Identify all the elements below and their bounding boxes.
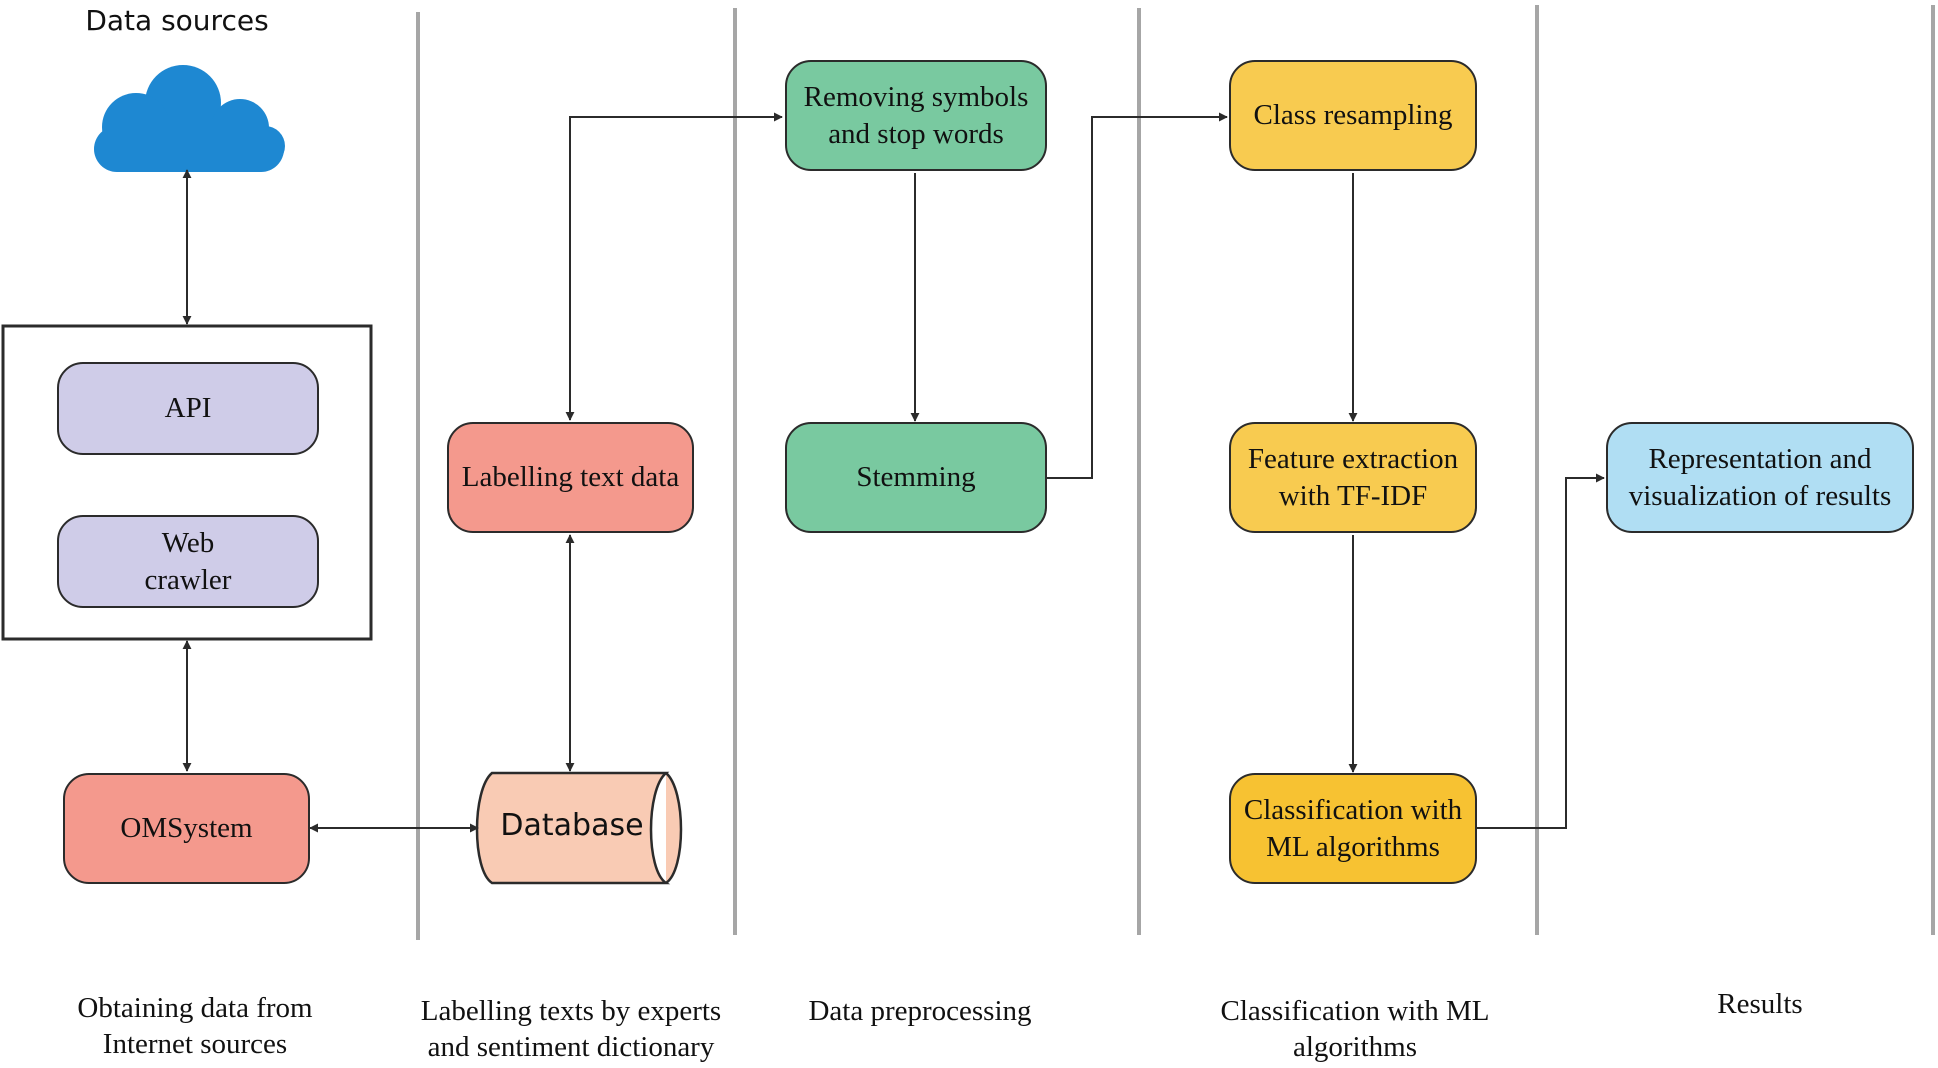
removing-symbols-node-label: Removing symbols xyxy=(803,81,1029,114)
lane-label-line: Classification with ML xyxy=(1220,995,1490,1027)
arrow-labelling-removing xyxy=(565,112,783,421)
database-label: Database xyxy=(500,808,644,843)
results-node-label: Representation and xyxy=(1648,443,1872,476)
results-node-label-2: visualization of results xyxy=(1628,479,1892,512)
lane-label-obtaining: Obtaining data from Internet sources xyxy=(30,990,360,1063)
lane-label-line: and sentiment dictionary xyxy=(427,1031,715,1064)
data-sources-title: Data sources xyxy=(85,4,269,37)
web-crawler-node-label-2: crawler xyxy=(144,563,232,596)
lane-label-line: Data preprocessing xyxy=(808,995,1032,1027)
omsystem-node: OMSystem xyxy=(63,773,310,884)
lane-label-line: algorithms xyxy=(1292,1031,1418,1064)
feature-extraction-node-label: Feature extraction xyxy=(1247,443,1459,476)
class-resampling-node-label: Class resampling xyxy=(1253,99,1453,132)
api-node-label: API xyxy=(164,392,212,425)
connectors xyxy=(182,112,1605,833)
labelling-node-label: Labelling text data xyxy=(461,461,680,494)
lane-label-line: Results xyxy=(1717,988,1803,1020)
lane-label-labelling: Labelling texts by experts and sentiment… xyxy=(398,993,744,1066)
classification-node-label-2: ML algorithms xyxy=(1266,830,1440,863)
arrow-classification-results xyxy=(1477,473,1605,829)
arrow-stemming-resampling xyxy=(1047,112,1228,479)
lane-label-line: Labelling texts by experts xyxy=(420,995,722,1027)
lane-label-results: Results xyxy=(1610,986,1910,1022)
feature-extraction-node-label-2: with TF-IDF xyxy=(1278,479,1428,512)
class-resampling-node: Class resampling xyxy=(1229,60,1477,171)
lane-label-preprocessing: Data preprocessing xyxy=(770,993,1070,1029)
lane-label-classification: Classification with ML algorithms xyxy=(1190,993,1520,1066)
lane-label-line: Obtaining data from xyxy=(77,992,313,1024)
lane-label-line: Internet sources xyxy=(102,1028,288,1061)
stemming-node-label: Stemming xyxy=(856,461,976,494)
cloud-icon xyxy=(94,65,285,172)
omsystem-node-label: OMSystem xyxy=(120,812,253,845)
removing-symbols-node-label-2: and stop words xyxy=(828,117,1004,150)
web-crawler-node-label: Web xyxy=(161,527,215,560)
api-node: API xyxy=(57,362,319,455)
classification-node-label: Classification with xyxy=(1243,794,1463,827)
database-cylinder xyxy=(475,771,683,885)
stemming-node: Stemming xyxy=(785,422,1047,533)
acquisition-container xyxy=(1,324,373,641)
labelling-node: Labelling text data xyxy=(447,422,694,533)
